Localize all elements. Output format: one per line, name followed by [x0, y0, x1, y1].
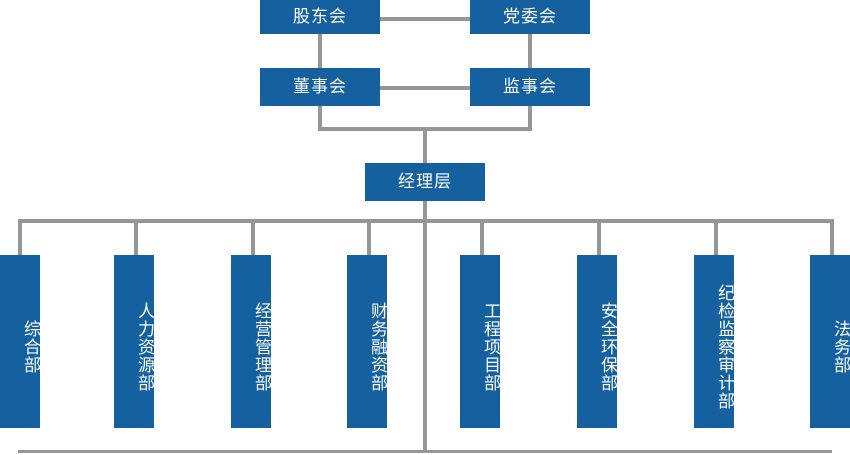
connector-drop-business-management — [251, 219, 255, 255]
node-business-management[interactable]: 经营管理部 — [231, 255, 271, 428]
connector-drop-discipline-audit — [714, 219, 718, 255]
connector-drop-human-resources — [134, 219, 138, 255]
connector-center-spine — [423, 219, 427, 450]
connector-board-down — [318, 106, 322, 130]
node-business-management-label: 经营管理部 — [251, 301, 271, 392]
node-general-office-label: 综合部 — [20, 319, 40, 374]
connector-drop-safety-environment — [597, 219, 601, 255]
node-general-office[interactable]: 综合部 — [0, 255, 40, 428]
node-safety-environment-label: 安全环保部 — [597, 301, 617, 392]
node-finance-financing[interactable]: 财务融资部 — [347, 255, 387, 428]
connector-supervisors-down — [528, 106, 532, 130]
node-engineering-project-label: 工程项目部 — [480, 301, 500, 392]
node-legal-affairs[interactable]: 法务部 — [810, 255, 850, 428]
connector-drop-engineering-project — [480, 219, 484, 255]
node-human-resources-label: 人力资源部 — [134, 301, 154, 392]
node-management-layer-label: 经理层 — [398, 171, 452, 192]
node-discipline-audit-label: 纪检监察审计部 — [714, 283, 734, 410]
connector-board-to-supervisors — [380, 86, 470, 90]
node-board-of-directors-label: 董事会 — [293, 76, 347, 97]
connector-shareholders-down — [318, 34, 322, 72]
node-shareholders-label: 股东会 — [293, 6, 347, 27]
node-party-committee-label: 党委会 — [503, 6, 557, 27]
node-legal-affairs-label: 法务部 — [830, 319, 850, 374]
node-engineering-project[interactable]: 工程项目部 — [460, 255, 500, 428]
node-management-layer[interactable]: 经理层 — [365, 163, 485, 201]
connector-party-down — [528, 34, 532, 72]
node-safety-environment[interactable]: 安全环保部 — [577, 255, 617, 428]
node-board-of-supervisors[interactable]: 监事会 — [470, 68, 590, 106]
node-finance-financing-label: 财务融资部 — [367, 301, 387, 392]
connector-drop-general-office — [18, 219, 22, 255]
connector-drop-legal-affairs — [830, 219, 834, 255]
node-discipline-audit[interactable]: 纪检监察审计部 — [694, 255, 734, 428]
connector-shareholders-to-party — [380, 17, 470, 21]
connector-management-to-bus — [423, 201, 427, 223]
bottom-rule — [18, 450, 832, 453]
node-board-of-supervisors-label: 监事会 — [503, 76, 557, 97]
node-human-resources[interactable]: 人力资源部 — [114, 255, 154, 428]
connector-drop-finance-financing — [367, 219, 371, 255]
connector-bridge-to-management — [423, 127, 427, 163]
node-board-of-directors[interactable]: 董事会 — [260, 68, 380, 106]
node-party-committee[interactable]: 党委会 — [470, 0, 590, 34]
node-shareholders[interactable]: 股东会 — [260, 0, 380, 34]
